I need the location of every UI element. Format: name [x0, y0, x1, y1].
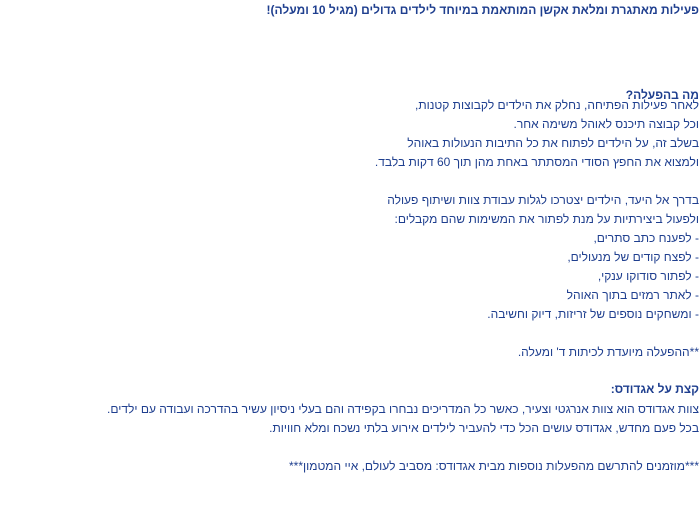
section-title-about: קצת על אגדודס:	[610, 382, 699, 396]
paragraph-line: ולפעול ביצירתיות על מנת לפתור את המשימות…	[394, 212, 699, 226]
task-list-item: - לפצח קודים של מנעולים,	[567, 250, 699, 264]
task-list-item: - לאתר רמזים בתוך האוהל	[566, 288, 699, 302]
about-line: צוות אגדודס הוא צוות אנרגטי וצעיר, כאשר …	[107, 402, 699, 416]
task-list-item: - לפתור סודוקו ענקי,	[597, 269, 699, 283]
section-title-activity: מה בהפעלה?	[625, 88, 699, 102]
paragraph-line: לאחר פעילות הפתיחה, נחלק את הילדים לקבוצ…	[415, 98, 699, 112]
paragraph-line: בדרך אל היעד, הילדים יצטרכו לגלות עבודת …	[387, 193, 699, 207]
about-line: בכל פעם מחדש, אגדודס עושים הכל כדי להעבי…	[269, 421, 699, 435]
task-list-item: - לפענח כתב סתרים,	[593, 231, 699, 245]
paragraph-line: ולמצוא את החפץ הסודי המסתתר באחת מהן תוך…	[374, 155, 699, 169]
paragraph-line: בשלב זה, על הילדים לפתוח את כל התיבות הנ…	[407, 136, 699, 150]
audience-note: **ההפעלה מיועדת לכיתות ד' ומעלה.	[517, 345, 699, 359]
task-list-item: - ומשחקים נוספים של זריזות, דיוק וחשיבה.	[487, 307, 699, 321]
headline: פעילות מאתגרת ומלאת אקשן המותאמת במיוחד …	[266, 3, 699, 17]
footer-note: ***מוזמנים להתרשם מהפעלות נוספות מבית אג…	[288, 459, 699, 473]
paragraph-line: וכל קבוצה תיכנס לאוהל משימה אחר.	[513, 117, 700, 131]
